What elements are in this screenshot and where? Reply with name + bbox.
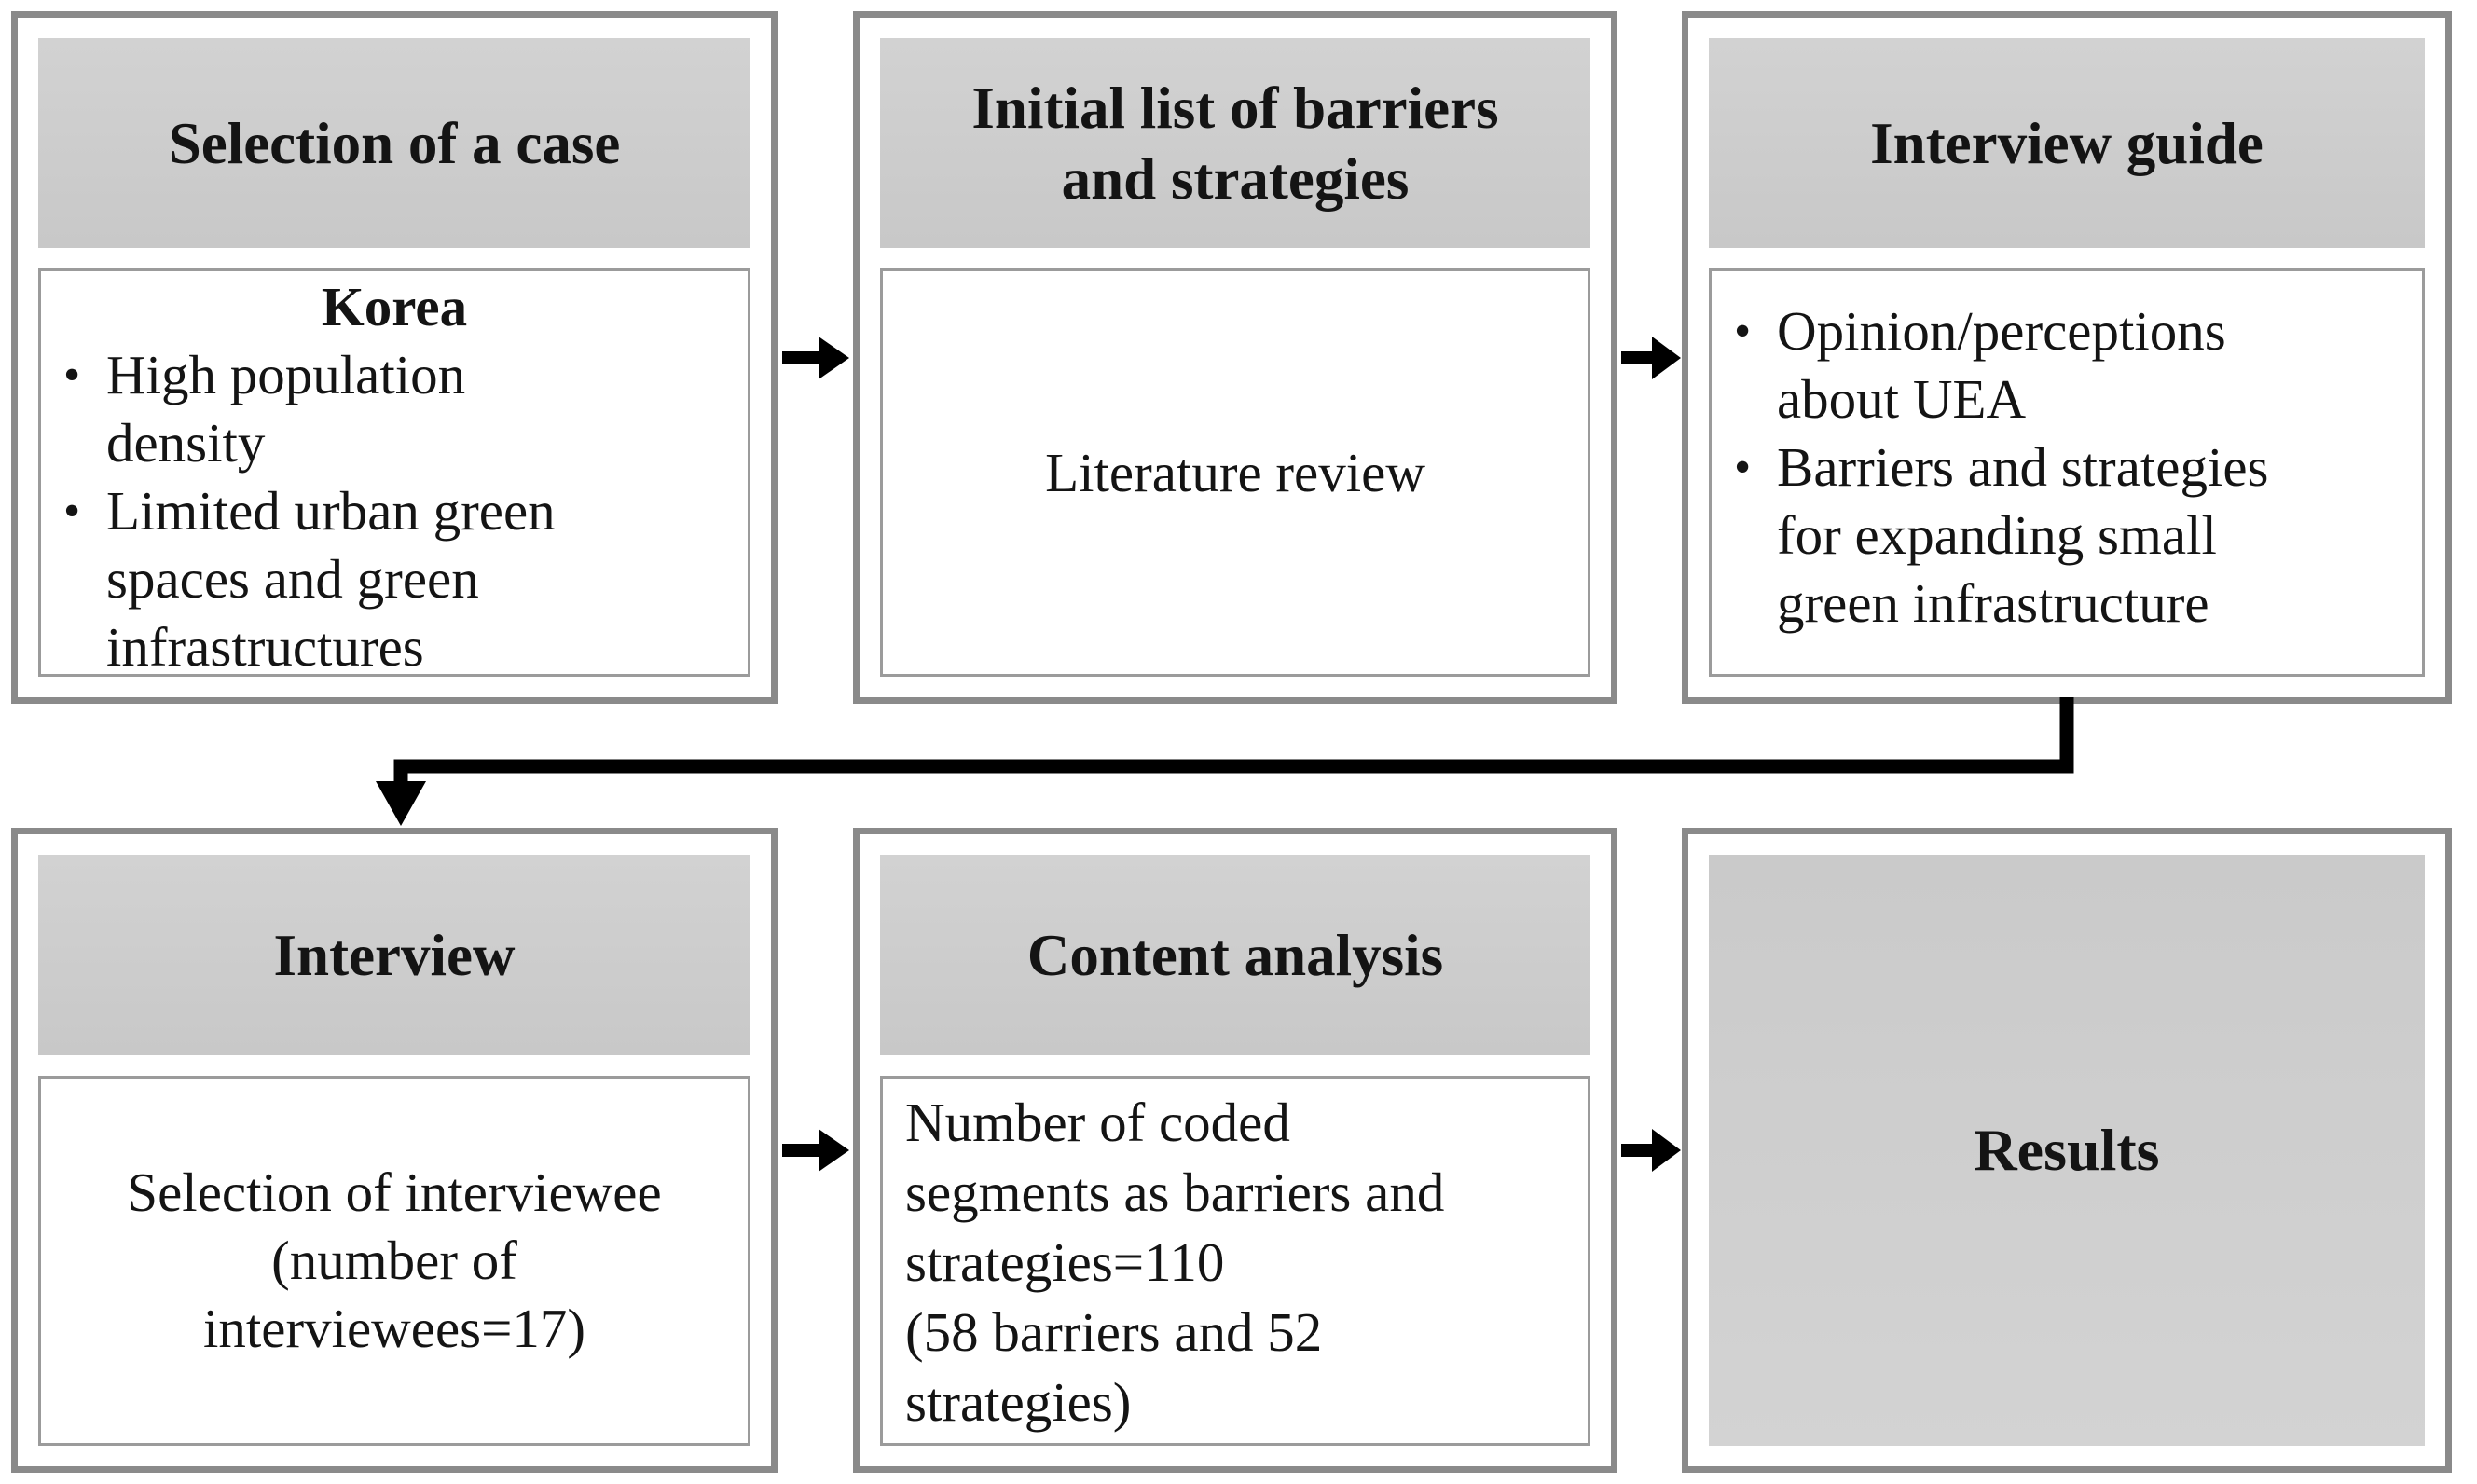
arrow-right-icon (782, 1129, 849, 1172)
bullet-icon: • (63, 349, 81, 402)
results-panel: Results (1709, 855, 2425, 1446)
box-body-initial-list: Literature review (880, 268, 1590, 677)
text-line: for expanding small (1777, 504, 2217, 566)
list-item-text: Limited urban green spaces and green inf… (106, 477, 729, 677)
header-text: Interview guide (1870, 110, 2264, 176)
arrow-right-icon (1621, 337, 1681, 379)
box-header-interview-guide: Interview guide (1709, 38, 2425, 248)
box-results: Results (1682, 828, 2452, 1473)
case-country-title: Korea (321, 276, 468, 337)
text-line: Selection of interviewee (127, 1161, 662, 1223)
bullet-icon: • (1734, 441, 1752, 494)
text-line: Literature review (1045, 441, 1425, 503)
list-item: • Barriers and strategies for expanding … (1730, 433, 2403, 638)
list-item: • Opinion/perceptions about UEA (1730, 297, 2403, 433)
text-line: High population (106, 344, 466, 405)
list-item-text: Opinion/perceptions about UEA (1777, 297, 2403, 433)
text-line: strategies=110 (905, 1231, 1225, 1293)
box-selection-of-a-case: Selection of a case Korea • High populat… (11, 11, 778, 704)
box-body-selection-of-a-case: Korea • High population density • Limite… (38, 268, 750, 677)
list-item-text: Barriers and strategies for expanding sm… (1777, 433, 2403, 638)
text-line: (58 barriers and 52 (905, 1301, 1323, 1363)
results-label: Results (1974, 1117, 2160, 1183)
box-header-content-analysis: Content analysis (880, 855, 1590, 1055)
header-text: Selection of a case (168, 110, 621, 176)
text-line: segments as barriers and (905, 1161, 1445, 1223)
header-text: Content analysis (1026, 922, 1444, 988)
text-line: spaces and green (106, 548, 479, 610)
box-body-interview-guide: • Opinion/perceptions about UEA • Barrie… (1709, 268, 2425, 677)
elbow-arrow-down-icon (376, 697, 2074, 826)
text-line: green infrastructure (1777, 572, 2209, 634)
box-body-interview: Selection of interviewee (number of inte… (38, 1076, 750, 1446)
text-line: Limited urban green (106, 480, 556, 542)
text-line: about UEA (1777, 368, 2027, 430)
bullet-icon: • (1734, 305, 1752, 358)
list-item-text: High population density (106, 341, 729, 477)
box-body-content-analysis: Number of coded segments as barriers and… (880, 1076, 1590, 1446)
box-content-analysis: Content analysis Number of coded segment… (853, 828, 1617, 1473)
text-line: strategies) (905, 1371, 1132, 1433)
arrow-right-icon (1621, 1129, 1681, 1172)
box-initial-list: Initial list of barriers and strategies … (853, 11, 1617, 704)
text-line: Opinion/perceptions (1777, 300, 2226, 362)
text-line: Number of coded (905, 1092, 1290, 1153)
bullet-icon: • (63, 485, 81, 538)
header-text: and strategies (1061, 145, 1410, 212)
box-header-interview: Interview (38, 855, 750, 1055)
text-line: density (106, 412, 266, 474)
list-item: • Limited urban green spaces and green i… (60, 477, 729, 677)
text-line: infrastructures (106, 616, 424, 677)
text-line: interviewees=17) (202, 1298, 586, 1359)
text-line: (number of (271, 1230, 517, 1291)
box-header-initial-list: Initial list of barriers and strategies (880, 38, 1590, 248)
text-line: Barriers and strategies (1777, 436, 2269, 498)
box-interview-guide: Interview guide • Opinion/perceptions ab… (1682, 11, 2452, 704)
header-text: Initial list of barriers (971, 75, 1499, 141)
list-item: • High population density (60, 341, 729, 477)
box-header-selection-of-a-case: Selection of a case (38, 38, 750, 248)
header-text: Interview (273, 922, 516, 988)
box-interview: Interview Selection of interviewee (numb… (11, 828, 778, 1473)
arrow-right-icon (782, 337, 849, 379)
